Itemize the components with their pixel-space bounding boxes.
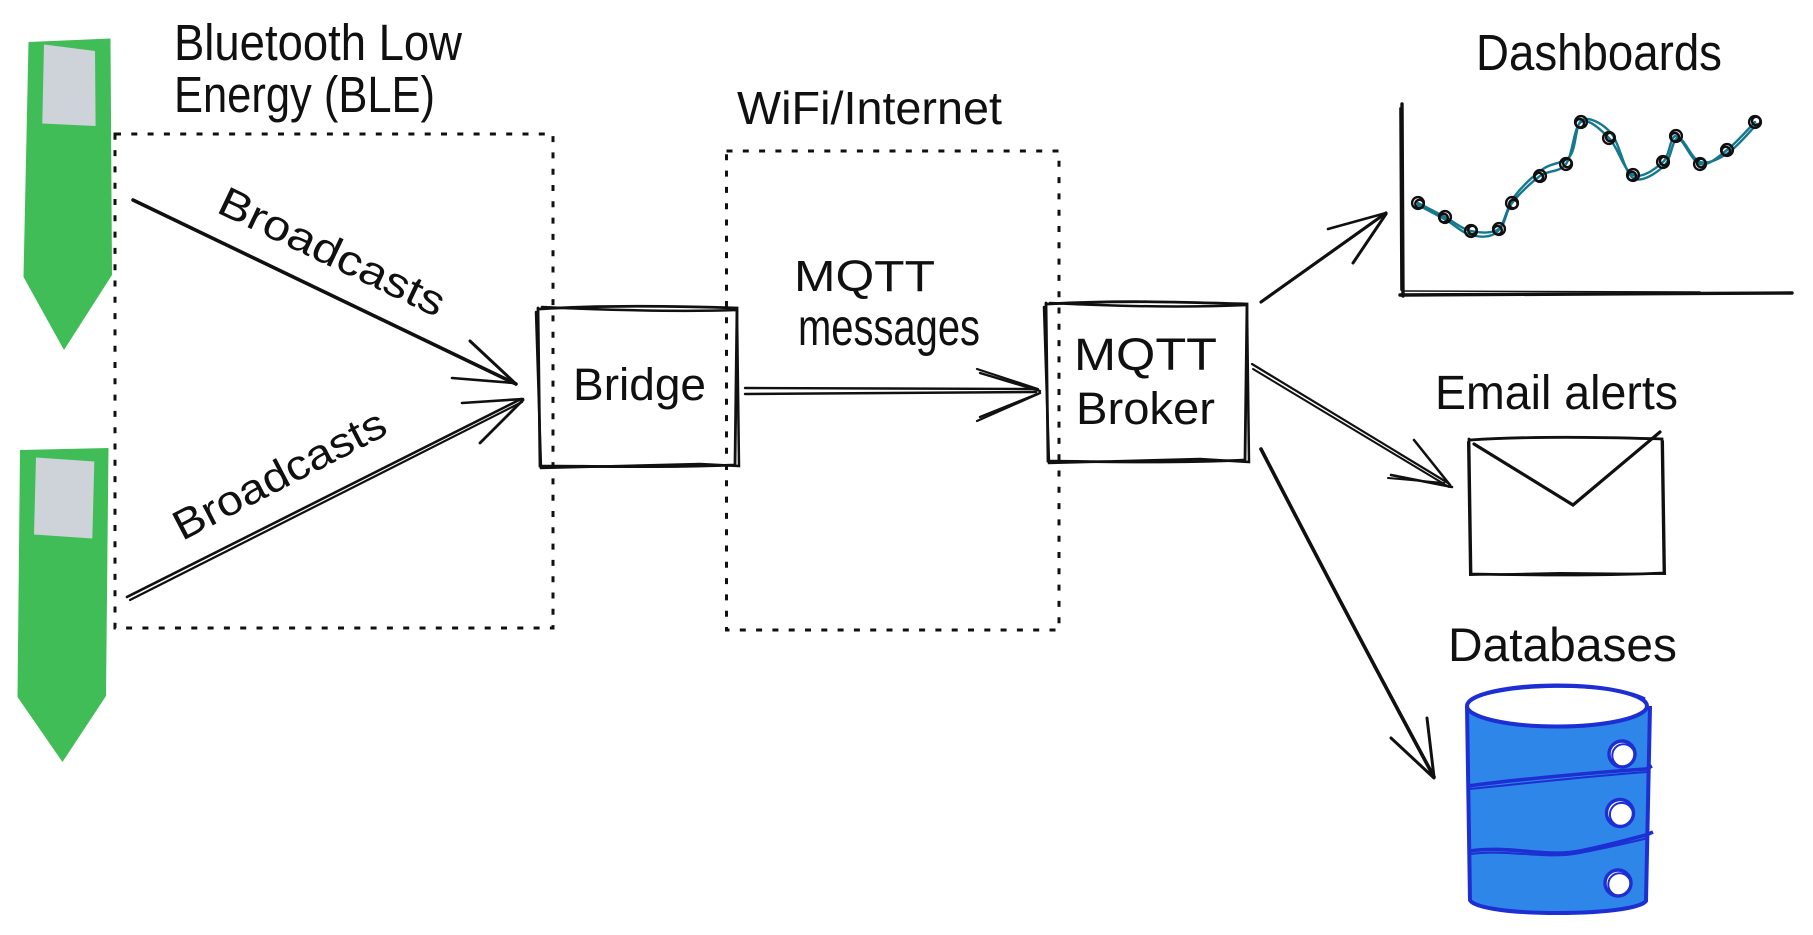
svg-text:WiFi/Internet: WiFi/Internet [737,82,1002,134]
svg-text:messages: messages [798,299,980,357]
svg-text:Bluetooth Low: Bluetooth Low [174,14,462,71]
svg-text:Databases: Databases [1448,618,1677,671]
svg-text:Bridge: Bridge [573,359,706,410]
svg-text:Email alerts: Email alerts [1435,367,1678,420]
svg-text:Broker: Broker [1076,383,1215,434]
svg-text:Dashboards: Dashboards [1476,24,1722,81]
svg-text:MQTT: MQTT [1074,329,1217,380]
svg-text:MQTT: MQTT [794,252,935,301]
svg-text:Energy (BLE): Energy (BLE) [174,66,435,123]
